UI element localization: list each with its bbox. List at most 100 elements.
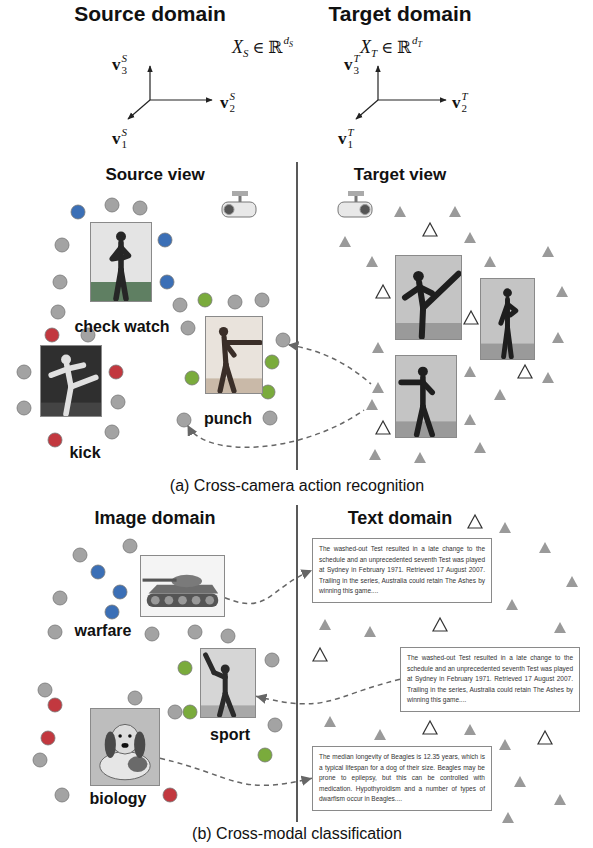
subfigure-caption: (a) Cross-camera action recognition bbox=[170, 477, 424, 495]
divider-line bbox=[296, 162, 298, 470]
divider-line bbox=[296, 505, 298, 822]
figure-limb bbox=[225, 340, 260, 345]
target-sample bbox=[414, 452, 426, 463]
dog-ear bbox=[105, 731, 116, 758]
sample-dot bbox=[261, 385, 275, 399]
math-symbol: 1 bbox=[122, 139, 128, 150]
correspondence-arrow bbox=[188, 410, 364, 447]
camera-icon bbox=[222, 191, 256, 217]
domain-heading: Source domain bbox=[74, 2, 226, 26]
dog-nose bbox=[121, 743, 128, 748]
axis-line bbox=[128, 100, 150, 119]
sample-dot bbox=[123, 539, 137, 553]
photo-background bbox=[90, 708, 160, 786]
sample-dot bbox=[48, 433, 62, 447]
math-symbol: 3 bbox=[354, 65, 360, 76]
sample-dot bbox=[113, 585, 127, 599]
figure-limb bbox=[121, 248, 128, 258]
target-sample bbox=[552, 332, 564, 343]
math-symbol: v bbox=[112, 130, 121, 147]
photo-frame bbox=[201, 649, 256, 718]
photo-floor bbox=[395, 323, 462, 340]
image-node: punch bbox=[204, 316, 263, 428]
sample-dot bbox=[168, 705, 182, 719]
image-node: check watch bbox=[74, 222, 169, 336]
photo-frame bbox=[140, 556, 224, 617]
math-symbol: T bbox=[348, 127, 354, 138]
target-sample bbox=[319, 619, 331, 630]
target-sample bbox=[484, 256, 496, 267]
photo-illustration bbox=[90, 708, 160, 786]
figure-limb bbox=[401, 380, 423, 386]
camera-lens bbox=[224, 205, 234, 215]
figure-limb bbox=[508, 304, 516, 315]
math-symbol: 2 bbox=[230, 103, 236, 114]
math-symbol: 1 bbox=[348, 139, 354, 150]
sample-dot bbox=[133, 201, 147, 215]
target-sample-hollow bbox=[538, 731, 552, 744]
sample-dot bbox=[105, 198, 119, 212]
target-sample bbox=[566, 576, 578, 587]
sample-dot bbox=[55, 238, 69, 252]
figure-limb bbox=[420, 287, 432, 293]
axis-line bbox=[378, 99, 446, 100]
math-symbol: v bbox=[112, 56, 121, 73]
sample-dot bbox=[173, 298, 187, 312]
sample-dot bbox=[53, 591, 67, 605]
target-sample bbox=[474, 442, 486, 453]
text-box: The washed-out Test resulted in a late c… bbox=[312, 538, 492, 603]
camera-lens bbox=[360, 205, 370, 215]
sample-dot bbox=[265, 653, 279, 667]
image-node: sport bbox=[200, 648, 256, 744]
math-symbol: T bbox=[371, 48, 377, 59]
figure-head bbox=[503, 288, 512, 297]
sample-dot bbox=[55, 788, 69, 802]
sample-dot bbox=[185, 371, 199, 385]
image-node: biology bbox=[90, 708, 160, 808]
figure-limb bbox=[121, 270, 126, 299]
math-symbol: S bbox=[289, 41, 293, 49]
photo-background bbox=[90, 222, 152, 302]
camera-icon bbox=[338, 191, 372, 217]
photo-illustration bbox=[140, 555, 225, 617]
figure-limb bbox=[423, 382, 432, 392]
target-sample-hollow bbox=[433, 618, 447, 631]
target-sample-hollow bbox=[423, 223, 437, 236]
correspondence-connector bbox=[225, 570, 312, 603]
sample-dot bbox=[48, 698, 62, 712]
domain-heading: Image domain bbox=[94, 508, 215, 529]
math-symbol: 2 bbox=[462, 103, 468, 114]
photo-illustration bbox=[200, 648, 256, 718]
figure-limb bbox=[71, 377, 96, 386]
sample-dot bbox=[17, 401, 31, 415]
document-text: The median longevity of Beagles is 12.35… bbox=[319, 752, 485, 805]
view-heading: Source view bbox=[105, 165, 204, 185]
figure-limb bbox=[206, 655, 214, 673]
tank-wheel bbox=[151, 596, 160, 605]
sample-dot bbox=[228, 295, 242, 309]
target-sample bbox=[506, 599, 518, 610]
sample-dot bbox=[198, 293, 212, 307]
figure-head bbox=[116, 231, 126, 241]
target-sample bbox=[464, 414, 476, 425]
target-sample bbox=[556, 286, 568, 297]
axis-line bbox=[356, 100, 378, 119]
target-photo bbox=[395, 355, 457, 438]
target-sample bbox=[372, 382, 384, 393]
tank-wheel bbox=[192, 596, 201, 605]
sample-dot bbox=[276, 333, 290, 347]
sample-dot bbox=[41, 731, 55, 745]
subfigure-caption: (b) Cross-modal classification bbox=[192, 825, 402, 843]
math-symbol: X bbox=[360, 38, 371, 56]
math-symbol: S bbox=[122, 127, 128, 138]
figure-limb bbox=[68, 365, 84, 369]
sample-dot bbox=[48, 625, 62, 639]
sample-dot bbox=[45, 328, 59, 342]
target-sample bbox=[542, 246, 554, 257]
math-symbol: v bbox=[344, 56, 353, 73]
photo-floor bbox=[40, 403, 102, 417]
photo-background bbox=[140, 555, 225, 617]
target-sample-hollow bbox=[313, 648, 327, 661]
sample-dot bbox=[258, 748, 272, 762]
